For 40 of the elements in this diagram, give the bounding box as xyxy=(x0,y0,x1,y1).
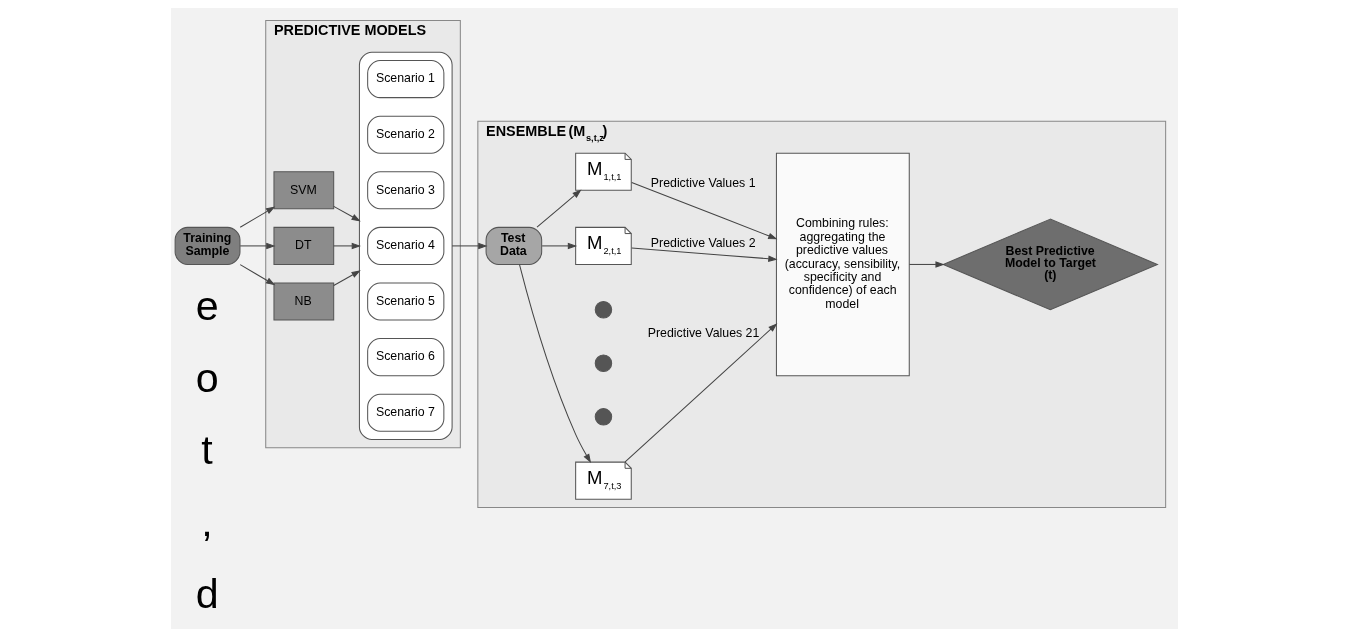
label: e xyxy=(195,283,219,330)
arrow xyxy=(239,242,276,250)
edge-label: Predictive Values 2 xyxy=(650,235,756,250)
arrow xyxy=(541,242,578,250)
node-box: SVM xyxy=(273,171,335,210)
node-box: Scenario 1 xyxy=(367,60,445,99)
arrow xyxy=(624,323,778,463)
node-circle xyxy=(594,408,613,426)
arrow xyxy=(239,206,276,228)
cluster xyxy=(358,51,453,440)
arrow xyxy=(631,247,778,262)
node-box: Scenario 7 xyxy=(367,393,445,432)
arrow xyxy=(519,264,592,464)
arrow xyxy=(333,242,361,250)
arrow xyxy=(333,205,361,222)
label: o xyxy=(195,355,219,402)
arrow xyxy=(451,242,488,250)
node-box: Scenario 2 xyxy=(367,115,445,154)
node-box: DT xyxy=(273,226,335,265)
label: d xyxy=(195,571,219,618)
node-box: Scenario 4 xyxy=(367,226,445,265)
edge-label: Predictive Values 1 xyxy=(650,175,756,190)
node-box: Scenario 6 xyxy=(367,338,445,377)
node-circle xyxy=(594,354,613,373)
edge-label: Predictive Values 21 xyxy=(647,326,760,341)
node-diamond: Best Predictive Model to Target (t) xyxy=(941,218,1159,311)
node-box: Scenario 5 xyxy=(367,282,445,321)
label: , xyxy=(201,499,213,546)
node-box: Combining rules: aggregating the predictive values (accuracy, sensibility, specificity and confidence) of each model xyxy=(775,152,910,377)
arrow xyxy=(908,261,945,268)
node-circle xyxy=(594,301,613,319)
node-box: Test Data xyxy=(485,226,543,265)
node-box: NB xyxy=(273,282,335,321)
label: t xyxy=(201,427,213,474)
arrow xyxy=(536,189,582,228)
node-box: Training Sample xyxy=(174,226,241,265)
arrow xyxy=(333,270,361,286)
arrow xyxy=(239,264,276,286)
node-box: Scenario 3 xyxy=(367,171,445,210)
arrow xyxy=(631,181,778,240)
